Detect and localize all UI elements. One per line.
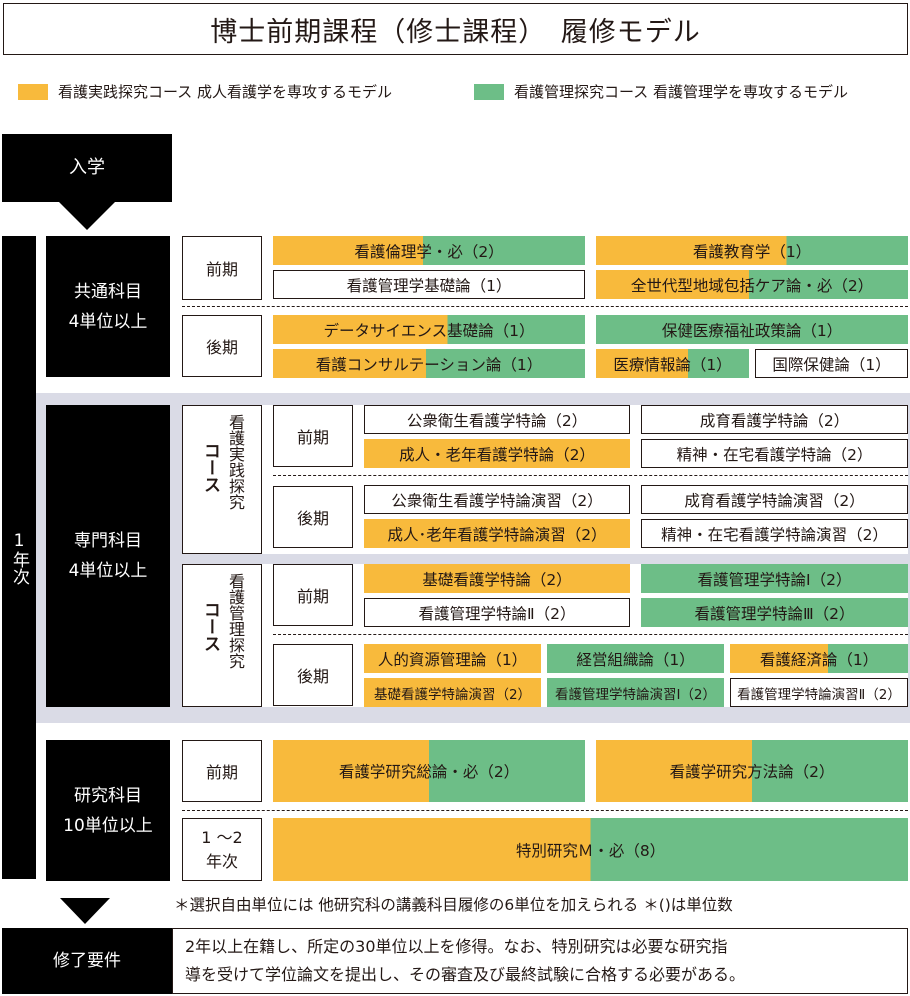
management-course-name-bottom: コース [200,601,220,652]
practice-course-name: 看護実践探究 コース [182,405,262,554]
common-first-term: 前期 [182,236,262,300]
note-text: ＊選択自由単位には 他研究科の講義科目履修の6単位を加えられる ＊()は単位数 [174,896,733,914]
management-course-name: 看護管理探究 コース [182,564,262,707]
specialized-subjects-label: 専門科目 4単位以上 [46,405,170,707]
completion-arrow-icon [60,898,110,924]
course-cell: 看護倫理学・必（2） [273,236,585,265]
course-cell: 看護管理学基礎論（1） [273,270,585,299]
divider [182,306,908,307]
year-bar: 1年次 [2,236,36,879]
course-cell: 全世代型地域包括ケア論・必（2） [596,270,908,299]
course-cell: 精神・在宅看護学特論（2） [641,439,908,468]
common-label-line2: 4単位以上 [68,311,148,332]
legend-label-practice: 看護実践探究コース 成人看護学を専攻するモデル [58,83,393,101]
entry-label: 入学 [69,157,105,178]
divider [273,634,908,635]
course-cell: 成育看護学特論演習（2） [641,485,908,514]
course-cell: 保健医療福祉政策論（1） [596,315,908,344]
year-label: 1年次 [9,530,29,585]
course-cell: 精神・在宅看護学特論演習（2） [641,519,908,548]
common-subjects-label: 共通科目 4単位以上 [46,236,170,377]
completion-requirements-text: 2年以上在籍し、所定の30単位以上を修得。なお、特別研究は必要な研究指 導を受け… [172,928,908,994]
course-cell: 成育看護学特論（2） [641,405,908,434]
course-cell: 看護コンサルテーション論（1） [273,349,585,378]
practice-course-name-top: 看護実践探究 [226,414,245,510]
page-title: 博士前期課程（修士課程） 履修モデル [3,3,908,55]
legend-label-management: 看護管理探究コース 看護管理学を専攻するモデル [514,83,849,101]
course-cell: 看護管理学特論演習Ⅱ（2） [730,678,908,707]
divider [273,475,908,476]
management-second-term: 後期 [273,644,353,706]
management-first-term: 前期 [273,564,353,626]
completion-box: 修了要件 [2,928,172,994]
course-cell: 経営組織論（1） [547,644,724,673]
research-first-term: 前期 [182,740,262,802]
entry-arrow-icon [57,200,117,230]
common-label-line1: 共通科目 [74,281,142,302]
legend-swatch-practice [18,84,48,100]
divider [182,810,908,811]
course-cell: 看護学研究方法論（2） [596,740,908,802]
course-cell: 人的資源管理論（1） [364,644,541,673]
course-cell: 特別研究Ｍ・必（8） [273,818,908,881]
research-label-line1: 研究科目 [74,785,142,806]
course-cell: 成人･老年看護学特論演習（2） [364,519,630,548]
practice-second-term: 後期 [273,486,353,548]
course-cell: データサイエンス基礎論（1） [273,315,585,344]
course-cell: 看護管理学特論Ⅲ（2） [641,598,908,627]
common-second-term: 後期 [182,315,262,377]
specialized-label-line2: 4単位以上 [68,561,148,581]
research-subjects-label: 研究科目 10単位以上 [46,740,170,881]
course-cell: 基礎看護学特論（2） [364,564,630,593]
legend-swatch-management [474,84,504,100]
course-cell: 看護教育学（1） [596,236,908,265]
course-cell: 看護学研究総論・必（2） [273,740,585,802]
course-cell: 看護管理学特論Ⅰ（2） [641,564,908,593]
practice-first-term: 前期 [273,405,353,467]
course-cell: 公衆衛生看護学特論演習（2） [364,485,630,514]
course-cell: 国際保健論（1） [755,349,908,378]
course-cell: 公衆衛生看護学特論（2） [364,405,630,434]
course-cell: 成人・老年看護学特論（2） [364,439,630,468]
course-cell: 基礎看護学特論演習（2） [364,678,541,707]
specialized-label-line1: 専門科目 [74,531,142,551]
course-cell: 看護管理学特論Ⅱ（2） [364,598,630,627]
management-course-name-top: 看護管理探究 [226,573,245,669]
entry-box: 入学 [2,134,172,202]
completion-label: 修了要件 [53,951,121,971]
research-label-line2: 10単位以上 [63,815,153,836]
course-cell: 看護経済論（1） [730,644,908,673]
course-cell: 医療情報論（1） [596,349,749,378]
research-span-label: 1 ～2 年次 [182,818,262,881]
course-cell: 看護管理学特論演習Ⅰ（2） [547,678,724,707]
practice-course-name-bottom: コース [200,442,220,493]
